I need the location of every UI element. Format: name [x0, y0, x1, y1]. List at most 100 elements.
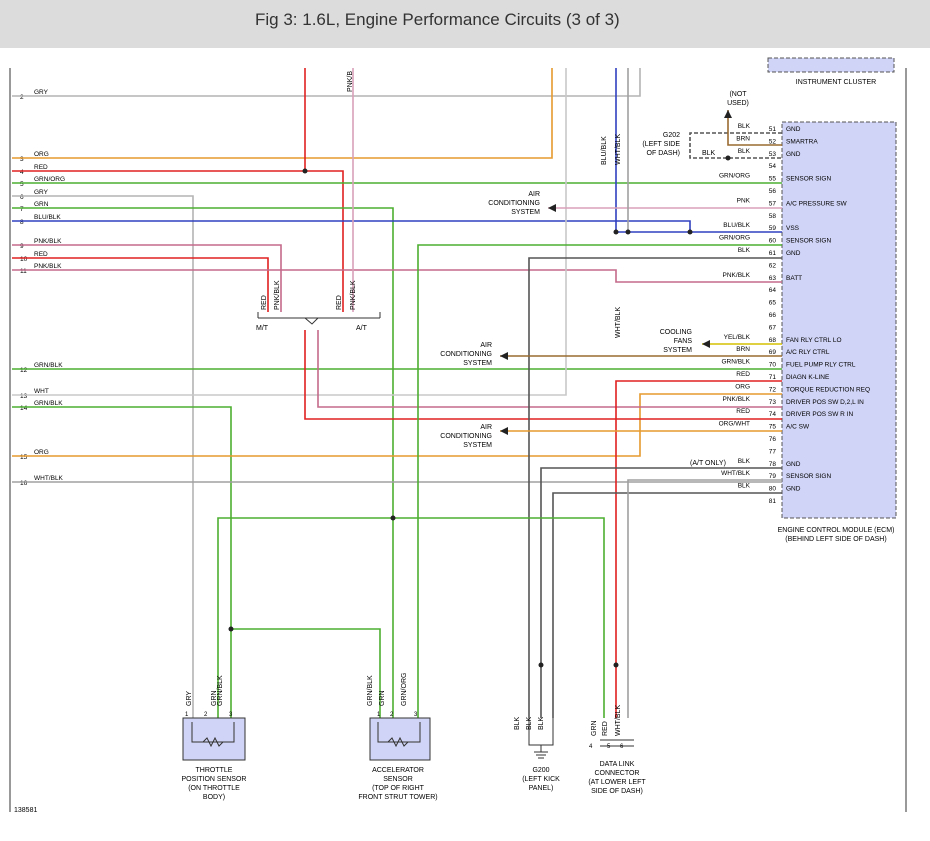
ecm-pin-wire-color: WHT/BLK	[721, 470, 751, 477]
wiring-diagram-canvas: INSTRUMENT CLUSTER ENGINE CONTROL MODULE…	[9, 57, 907, 814]
left-pin-number: 15	[20, 454, 28, 461]
wire-pin9-pnkblk	[12, 244, 282, 312]
ac-system-b-label-2: CONDITIONING	[440, 351, 492, 358]
ecm-pin-number: 58	[769, 213, 777, 220]
ecm-pin-function: GND	[786, 126, 801, 133]
splice-dot	[613, 229, 619, 235]
left-pin-number: 16	[20, 480, 28, 487]
g202-wire-label: BLK	[702, 150, 716, 157]
ecm-pin-wire-color: ORG	[735, 383, 750, 390]
g202-location-2: OF DASH)	[647, 150, 680, 157]
wire-ecm80-blk	[552, 492, 782, 718]
wire-ecm52-brn	[727, 110, 782, 146]
ecm-pin-function: GND	[786, 461, 801, 468]
arrow-cooling-fans	[702, 340, 710, 348]
wire-pnkblk-to-ecm73	[317, 330, 782, 408]
ecm-pin-function: FUEL PUMP RLY CTRL	[786, 362, 856, 369]
ecm-label: ENGINE CONTROL MODULE (ECM)	[778, 527, 895, 534]
left-pin-wire-color: GRY	[34, 89, 49, 96]
left-pin-number: 3	[20, 156, 24, 163]
wire-pin2-gry	[12, 68, 641, 97]
splice-dot	[538, 662, 544, 668]
split-pnkblk-at-label: PNK/BLK	[350, 280, 357, 310]
ecm-pin-function: BATT	[786, 275, 802, 282]
ac-system-a-label-3: SYSTEM	[511, 209, 540, 216]
ac-system-b-label-3: SYSTEM	[463, 360, 492, 367]
aps-pin-3-num: 3	[414, 712, 418, 718]
ecm-pin-number: 77	[769, 448, 777, 455]
ecm-pin-number: 65	[769, 300, 777, 307]
g200-label-1: G200	[532, 767, 549, 774]
left-pin-wire-color: GRY	[34, 189, 49, 196]
dlc-label-1: DATA LINK	[600, 761, 635, 768]
ecm-pin-number: 59	[769, 225, 777, 232]
figure-header: Fig 3: 1.6L, Engine Performance Circuits…	[0, 0, 930, 48]
ecm-pin-function: GND	[786, 151, 801, 158]
splice-dot	[228, 626, 234, 632]
left-pin-wire-color: PNK/BLK	[34, 238, 62, 245]
ecm-pin-wire-color: PNK/BLK	[723, 396, 751, 403]
ecm-pin-function: TORQUE REDUCTION REQ	[786, 386, 870, 393]
ecm-pin-number: 76	[769, 436, 777, 443]
aps-label-1: ACCELERATOR	[372, 767, 424, 774]
ecm-pin-number: 68	[769, 337, 777, 344]
ecm-pin-number: 70	[769, 362, 777, 369]
g200-wire-1: BLK	[514, 716, 521, 730]
split-red-mt-label: RED	[261, 295, 268, 310]
ecm-pin-number: 72	[769, 386, 777, 393]
instrument-cluster-box	[767, 57, 895, 73]
ecm-pin-wire-color: RED	[736, 371, 750, 378]
left-pin-wire-color: WHT/BLK	[34, 475, 64, 482]
ecm-pin-number: 57	[769, 200, 777, 207]
tps-label-1: THROTTLE	[196, 767, 233, 774]
wire-sensor-splice	[217, 517, 605, 718]
wire-pin15-org	[12, 393, 782, 457]
ecm-pin-function: A/C RLY CTRL	[786, 349, 830, 356]
diagram-id: 138581	[14, 807, 37, 814]
dlc-pin-5-num: 5	[607, 744, 611, 750]
ecm-pin-number: 55	[769, 176, 777, 183]
ecm-pin-number: 60	[769, 238, 777, 245]
left-pin-wire-color: ORG	[34, 449, 49, 456]
ecm-pin-number: 73	[769, 399, 777, 406]
splice-dot	[613, 662, 619, 668]
ecm-pin-wire-color: BRN	[736, 346, 750, 353]
ecm-pin-wire-color: BLK	[738, 148, 751, 155]
ac-system-c-label-3: SYSTEM	[463, 442, 492, 449]
splice-dot	[687, 229, 693, 235]
left-pin-number: 10	[20, 256, 28, 263]
wire-ecm79-whtblk	[627, 479, 782, 718]
ecm-pin-function: A/C SW	[786, 424, 810, 431]
ecm-pin-function: GND	[786, 250, 801, 257]
aps-pin-1-num: 1	[377, 712, 381, 718]
wires	[12, 68, 782, 718]
ac-system-b-label-1: AIR	[480, 342, 492, 349]
ecm-pin-function: GND	[786, 486, 801, 493]
ecm-pin-wire-color: BLK	[738, 483, 751, 490]
ac-system-a-label-2: CONDITIONING	[488, 200, 540, 207]
wire-pin8-blublk	[12, 220, 782, 233]
ecm-pin-function: DRIVER POS SW D,2,L IN	[786, 399, 864, 406]
aps-pin-2-num: 2	[390, 712, 394, 718]
ecm-pin-number: 69	[769, 349, 777, 356]
left-pin-wire-color: GRN/BLK	[34, 362, 63, 369]
left-pin-wire-color: RED	[34, 164, 48, 171]
ecm-pin-number: 66	[769, 312, 777, 319]
ecm-pin-number: 75	[769, 424, 777, 431]
dlc-pin-5-color: RED	[602, 721, 609, 736]
ecm-pin-number: 51	[769, 126, 777, 133]
wire-g202-ground	[689, 132, 782, 159]
wire-pin13-wht	[12, 68, 567, 396]
arrow-ac-a	[548, 204, 556, 212]
wire-ecm60-grnorg	[417, 244, 782, 718]
left-pin-number: 14	[20, 405, 28, 412]
dlc-label-4: SIDE OF DASH)	[591, 788, 643, 795]
ecm-pin-number: 79	[769, 473, 777, 480]
dlc-pin-6-num: 6	[620, 744, 624, 750]
aps-pin-1-color: GRN/BLK	[367, 675, 374, 706]
left-pin-number: 13	[20, 393, 28, 400]
left-pin-number: 4	[20, 169, 24, 176]
left-pin-wire-color: ORG	[34, 151, 49, 158]
ecm-pin-wire-color: PNK/BLK	[723, 272, 751, 279]
wire-ecm71-red	[615, 380, 782, 718]
